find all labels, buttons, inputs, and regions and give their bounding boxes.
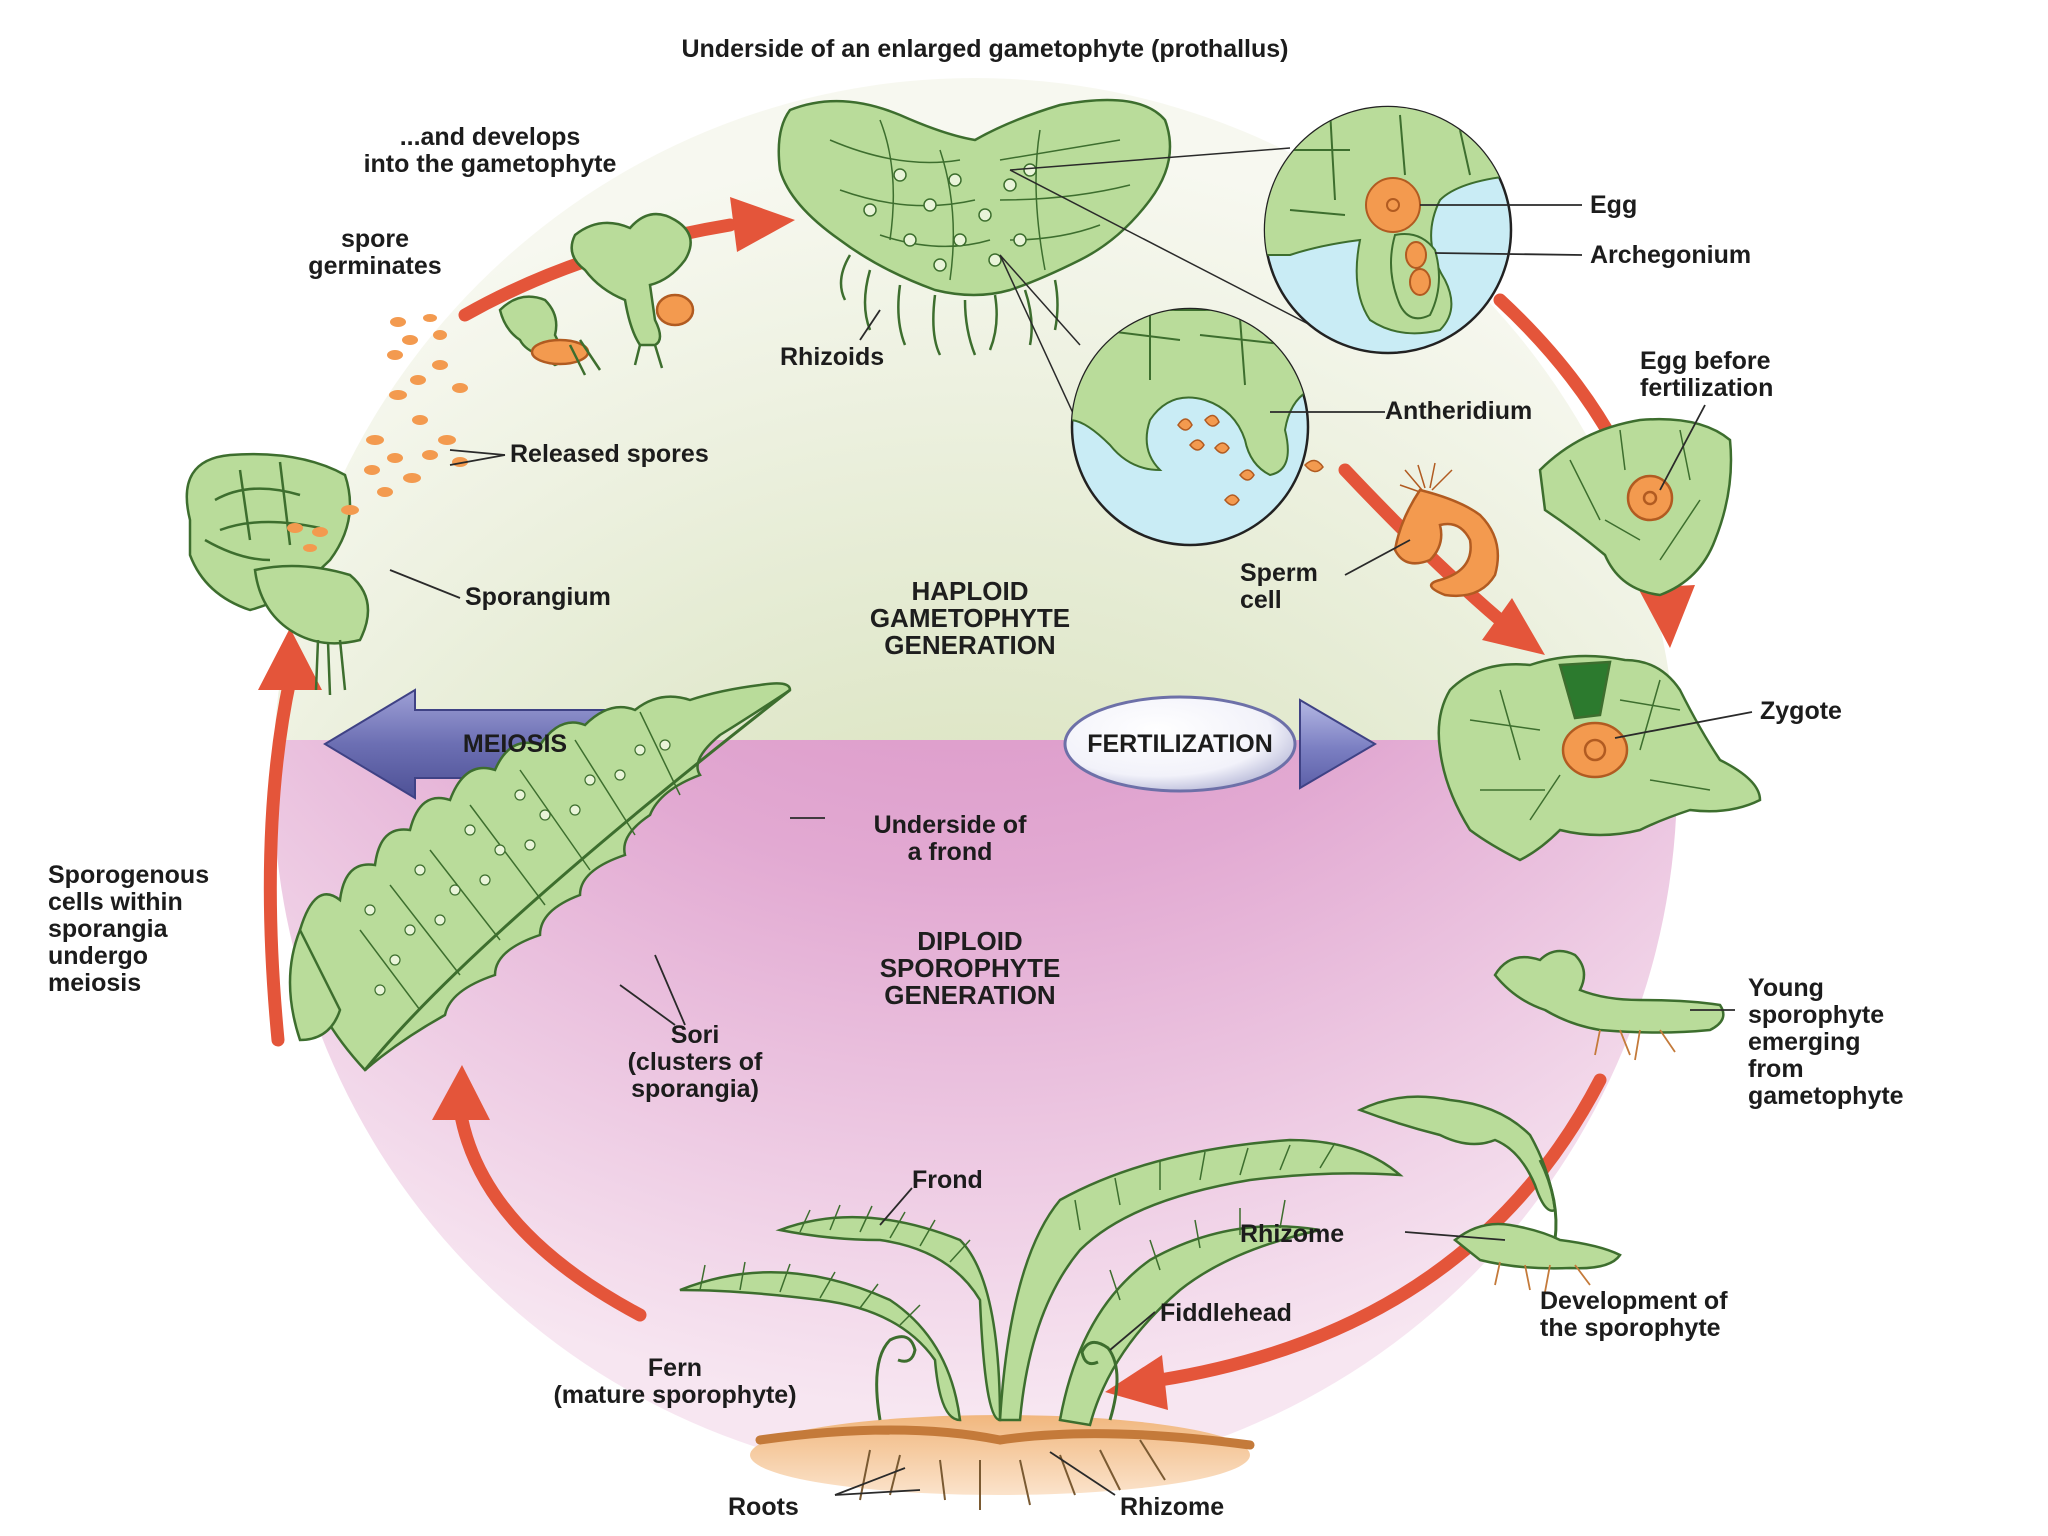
arrow-to-fern	[1153, 1073, 1607, 1387]
spore-germinates-label: spore germinates	[308, 225, 442, 280]
sori-label: Sori (clusters of sporangia)	[627, 1021, 763, 1103]
sperm-cells-small	[1177, 414, 1324, 506]
developing-gametophyte	[570, 212, 695, 369]
sporogenous-label: Sporogenous cells within sporangia under…	[48, 861, 210, 997]
spore-leaders	[389, 309, 881, 599]
haploid-generation-label: HAPLOID GAMETOPHYTE GENERATION	[869, 576, 1071, 660]
frond-label: Frond	[912, 1166, 983, 1194]
diploid-zone	[273, 740, 1677, 1482]
zygote-tissue	[1437, 654, 1762, 862]
fertilization-label[interactable]: FERTILIZATION	[1087, 730, 1273, 758]
egg-cell	[1365, 177, 1421, 233]
side-leaflet	[288, 926, 342, 1042]
development-label: Development of the sporophyte	[1540, 1287, 1728, 1342]
fern-mature-label: Fern (mature sporophyte)	[553, 1354, 797, 1409]
sperm-cell	[1393, 462, 1500, 598]
developing-sporophyte	[1356, 1095, 1622, 1293]
meiosis-label[interactable]: MEIOSIS	[462, 730, 568, 758]
rhizome-mid-label: Rhizome	[1240, 1220, 1345, 1248]
arrowhead-frond	[432, 1065, 490, 1120]
rhizoids-label: Rhizoids	[780, 343, 885, 371]
rhizome-bottom-label: Rhizome	[1120, 1493, 1225, 1521]
arrowhead-zygote	[1638, 585, 1695, 648]
arrowhead-sporangium	[258, 628, 322, 690]
rhizoids	[839, 254, 1059, 356]
fertilization-arrow[interactable]	[1063, 695, 1377, 793]
sperm-leader	[1344, 539, 1411, 576]
sporangium	[185, 452, 370, 696]
develops-label: ...and develops into the gametophyte	[363, 123, 617, 178]
germinating-spore	[498, 295, 602, 376]
egg-before-leader	[1659, 404, 1706, 491]
arrowhead-sperm-zygote	[1482, 598, 1545, 655]
fern-leaders	[834, 1187, 1156, 1496]
fiddlehead-label: Fiddlehead	[1160, 1299, 1292, 1327]
antheridium-label: Antheridium	[1385, 397, 1533, 425]
arrow-to-frond	[453, 1103, 647, 1322]
diploid-generation-label: DIPLOID SPOROPHYTE GENERATION	[879, 926, 1061, 1010]
frond-leaders	[619, 817, 825, 1026]
antheridium-magnified	[1070, 307, 1324, 547]
underside-frond-label: Underside of a frond	[873, 811, 1027, 866]
sperm-cell-label: Sperm cell	[1240, 559, 1318, 614]
fiddlehead-coils	[875, 1335, 1119, 1421]
rhizome-mid-leader	[1404, 1231, 1506, 1241]
released-spores	[287, 314, 468, 552]
frond-underside	[288, 682, 792, 1072]
egg-leaders	[1420, 204, 1583, 256]
young-sporophyte	[1493, 949, 1725, 1061]
mature-fern	[679, 1138, 1404, 1510]
zygote-leader	[1614, 711, 1753, 739]
arrowhead-gametophyte	[730, 197, 795, 252]
egg-before-fertilization-label: Egg before fertilization	[1640, 347, 1774, 402]
released-spores-label: Released spores	[510, 440, 709, 468]
arrowhead-fern	[1105, 1355, 1168, 1410]
egg-label: Egg	[1590, 191, 1638, 219]
young-sporophyte-label: Young sporophyte emerging from gametophy…	[1748, 974, 1904, 1110]
prothallus	[777, 98, 1172, 356]
archegonium-label: Archegonium	[1590, 241, 1752, 269]
zygote-label: Zygote	[1760, 697, 1842, 725]
archegonium-magnified	[1263, 105, 1513, 355]
roots-label: Roots	[728, 1493, 799, 1521]
diagram-title: Underside of an enlarged gametophyte (pr…	[681, 35, 1289, 63]
arrowheads	[258, 197, 1695, 1410]
arrow-to-sporangium	[263, 673, 297, 1047]
sporangium-label: Sporangium	[465, 583, 611, 611]
